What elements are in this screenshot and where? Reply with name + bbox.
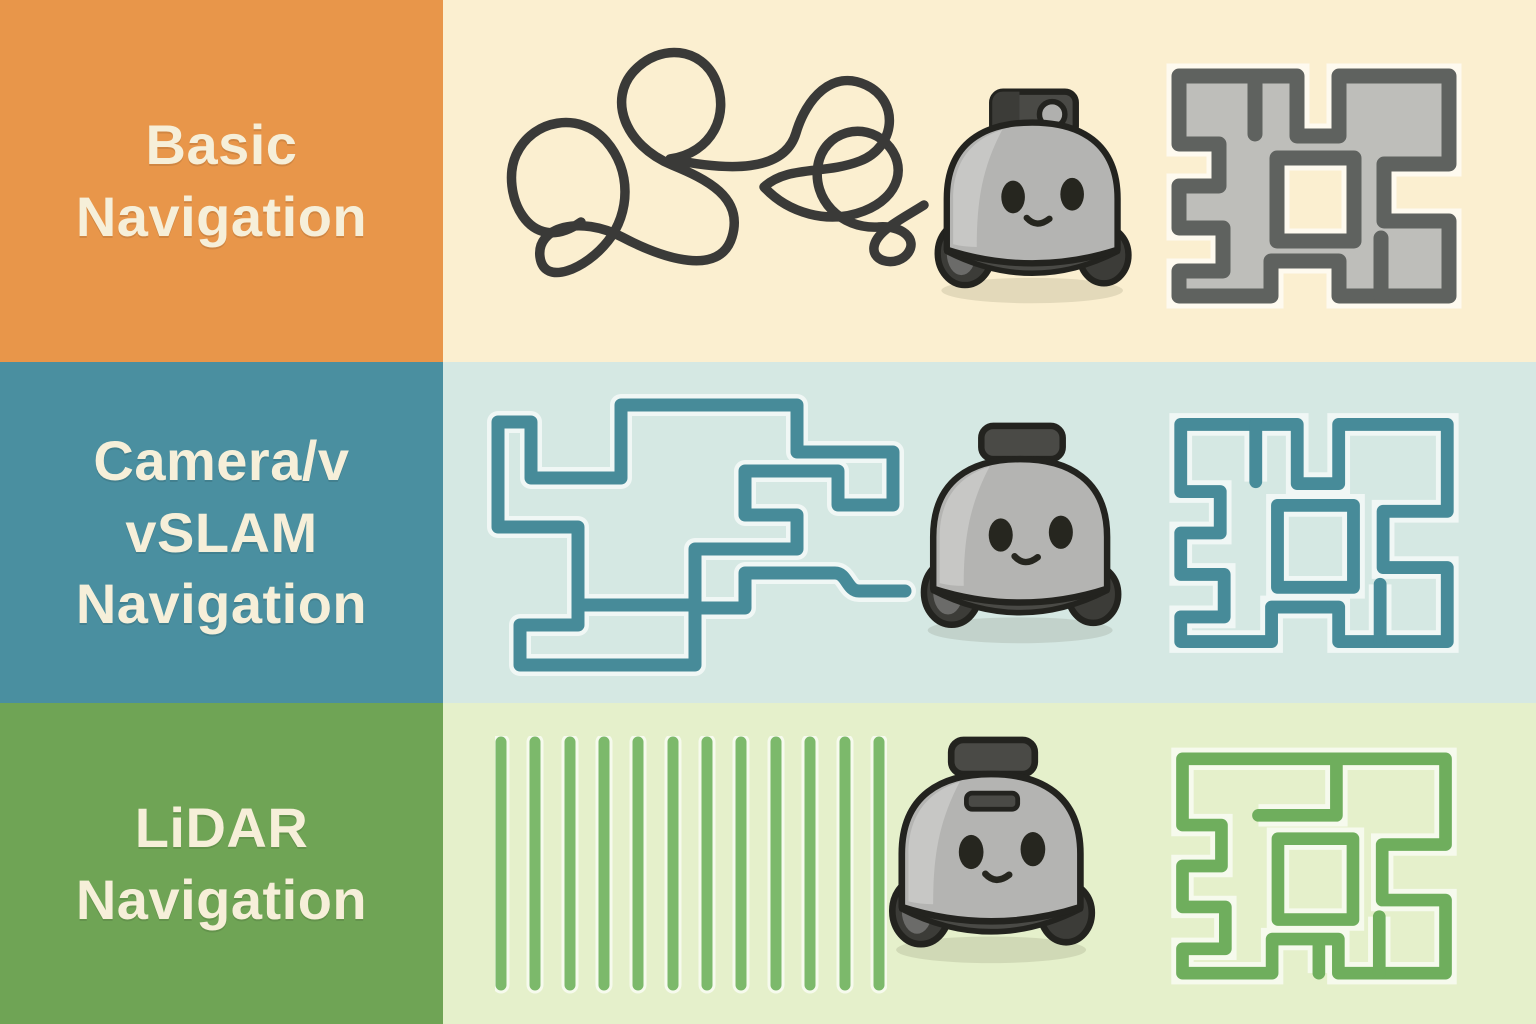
floorplan-map-illustration [1166, 63, 1462, 309]
row-label-lidar: LiDAR Navigation [76, 792, 367, 935]
content-camera-vslam [443, 362, 1536, 703]
robot-illustration [911, 414, 1133, 656]
row-lidar-navigation: LiDAR Navigation [0, 703, 1536, 1024]
label-panel-basic: Basic Navigation [0, 0, 443, 362]
row-label-camera-vslam: Camera/v vSLAM Navigation [76, 425, 367, 640]
tangled-path-illustration [506, 47, 929, 278]
floorplan-map-illustration [1169, 413, 1459, 653]
floorplan-map-illustration [1171, 747, 1457, 985]
label-line: Navigation [75, 185, 368, 248]
floorplan-walls [1176, 752, 1452, 980]
label-line: Navigation [75, 572, 368, 636]
label-panel-lidar: LiDAR Navigation [0, 703, 443, 1024]
label-panel-camera-vslam: Camera/v vSLAM Navigation [0, 362, 443, 703]
robot-body [938, 123, 1129, 304]
floorplan-inner-walls [1249, 418, 1387, 648]
floorplan-inner-walls [1247, 68, 1389, 304]
floorplan-walls [1171, 68, 1457, 304]
robot-illustration [879, 733, 1107, 971]
mapped-route-illustration [487, 394, 916, 676]
content-basic [443, 0, 1536, 362]
robot-mast-base-plate [966, 793, 1017, 809]
content-lidar [443, 703, 1536, 1024]
row-camera-vslam-navigation: Camera/v vSLAM Navigation [0, 362, 1536, 703]
lidar-scan-lines-illustration [495, 736, 887, 994]
label-line: Navigation [75, 867, 368, 931]
mapped-route-line [491, 398, 912, 672]
label-line: vSLAM [125, 500, 318, 564]
robot-illustration [925, 78, 1143, 316]
row-label-basic: Basic Navigation [76, 109, 367, 252]
robot-body [924, 459, 1118, 643]
label-line: Basic [145, 113, 298, 177]
scan-lines [495, 736, 885, 991]
scan-lines-halo [495, 736, 887, 994]
floorplan-inner-walls [1252, 756, 1386, 980]
floorplan-walls [1174, 418, 1454, 648]
tangled-path-line [506, 47, 929, 278]
label-line: Camera/v [93, 428, 350, 492]
row-basic-navigation: Basic Navigation [0, 0, 1536, 362]
label-line: LiDAR [134, 795, 309, 859]
